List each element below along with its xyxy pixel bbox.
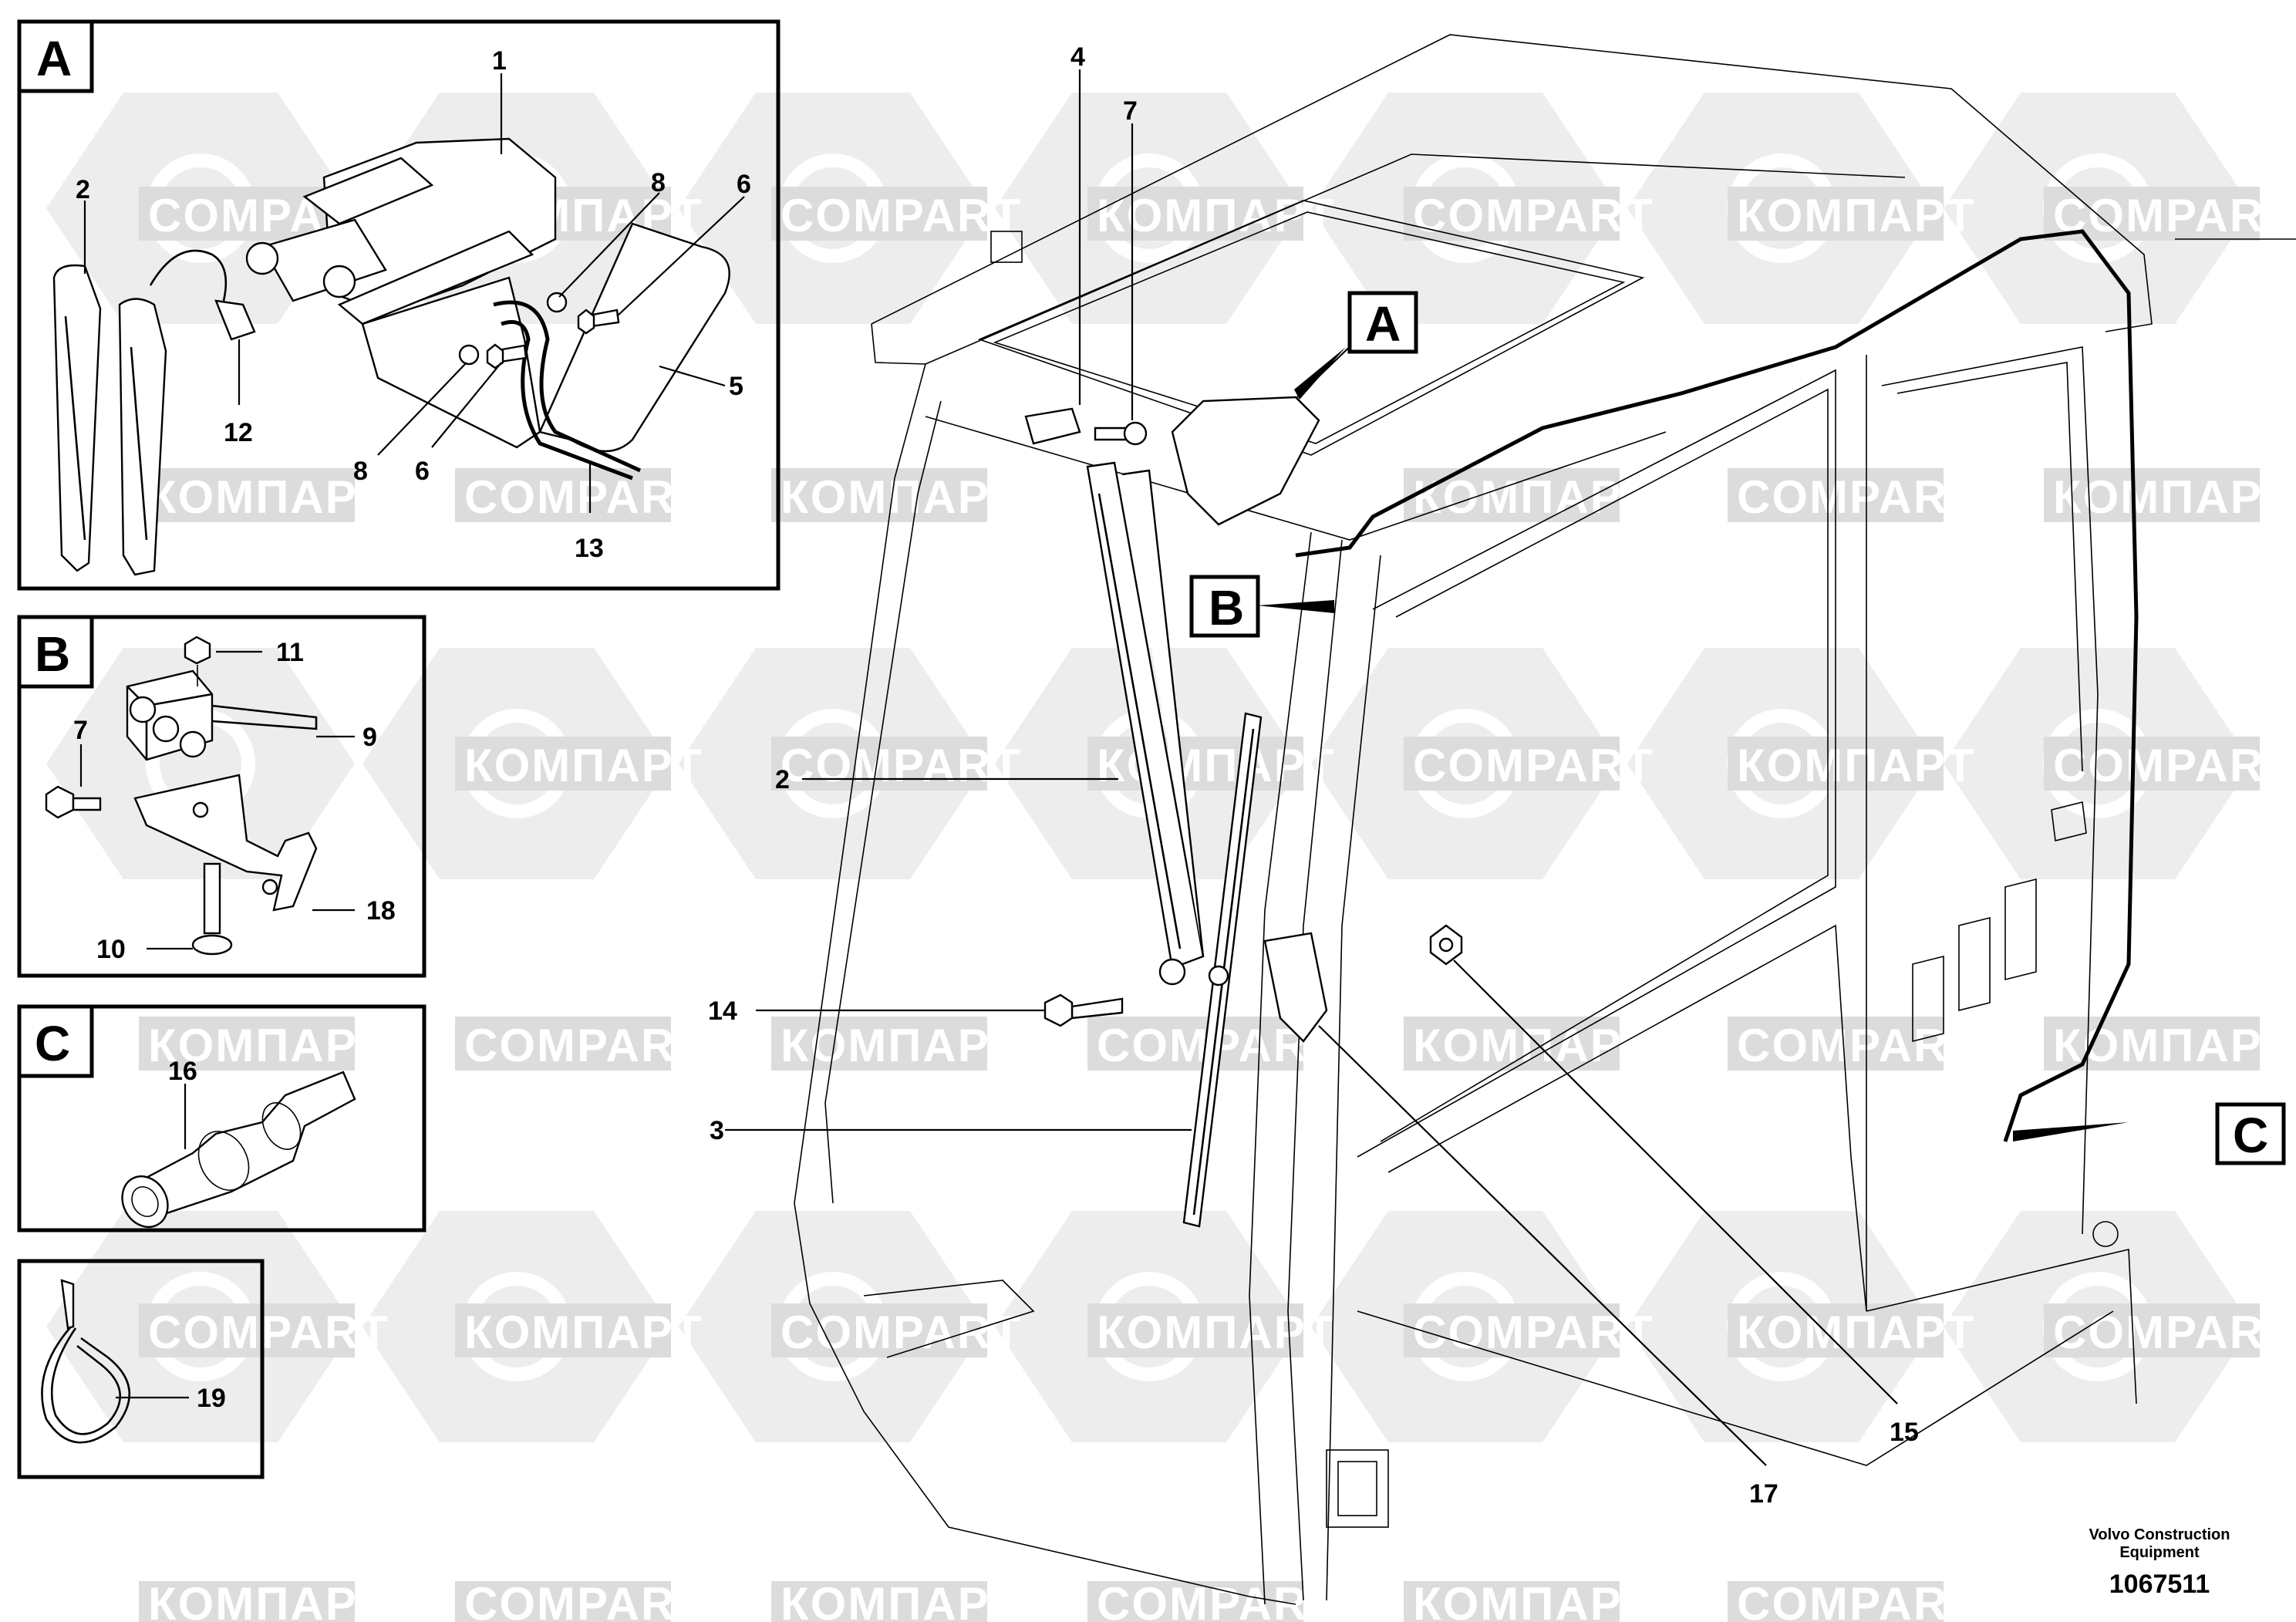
watermark-row-6: КОМПАРТ COMPART КОМПАРТ COMPART КОМПАРТ … <box>139 1578 1978 1622</box>
view-a-callout-2: 2 <box>76 175 90 204</box>
svg-text:КОМПАРТ: КОМПАРТ <box>1097 190 1336 241</box>
detail-view-a: A <box>17 19 781 591</box>
svg-text:КОМПАРТ: КОМПАРТ <box>1097 1307 1336 1358</box>
svg-text:COMPART: COMPART <box>2053 1307 2294 1358</box>
operator-cab <box>794 34 2296 1605</box>
view-a-callout-8-lower: 8 <box>353 457 368 486</box>
watermark-row-4: КОМПАРТ COMPART КОМПАРТ COMPART КОМПАРТ … <box>139 1017 2291 1071</box>
view-a-callout-12: 12 <box>224 418 253 447</box>
svg-text:COMPART: COMPART <box>1737 1020 1978 1071</box>
svg-text:COMPART: COMPART <box>1097 1578 1338 1622</box>
main-callouts: 4 7 2 14 3 15 17 <box>708 42 1919 1509</box>
svg-text:КОМПАРТ: КОМПАРТ <box>781 1020 1020 1071</box>
view-b-callout-7: 7 <box>73 716 88 745</box>
svg-text:COMPART: COMPART <box>2053 740 2294 791</box>
svg-text:COMPART: COMPART <box>1413 1307 1654 1358</box>
flag-a: A <box>1347 291 1418 354</box>
footer-company: Volvo Construction <box>2089 1526 2230 1543</box>
svg-text:КОМПАРТ: КОМПАРТ <box>148 1578 387 1622</box>
view-b-callout-10: 10 <box>96 935 126 964</box>
svg-text:КОМПАРТ: КОМПАРТ <box>464 1307 703 1358</box>
footer: Volvo Construction Equipment 1067511 <box>2089 1526 2230 1599</box>
svg-text:КОМПАРТ: КОМПАРТ <box>781 1578 1020 1622</box>
svg-text:COMPART: COMPART <box>2053 190 2294 241</box>
document-number: 1067511 <box>2109 1570 2210 1599</box>
footer-company-line2: Equipment <box>2119 1544 2200 1561</box>
flag-b: B <box>1189 575 1260 638</box>
view-a-callout-1: 1 <box>492 46 507 76</box>
svg-text:COMPART: COMPART <box>1413 190 1654 241</box>
svg-text:КОМПАРТ: КОМПАРТ <box>1737 740 1976 791</box>
svg-text:КОМПАРТ: КОМПАРТ <box>464 740 703 791</box>
callout-3: 3 <box>710 1116 724 1145</box>
detail-view-b: B 11 7 9 18 10 <box>17 615 426 978</box>
view-b-callout-9: 9 <box>362 723 377 752</box>
callout-2: 2 <box>775 765 790 794</box>
view-a-callout-13: 13 <box>575 534 604 563</box>
callout-17: 17 <box>1749 1479 1778 1509</box>
svg-text:КОМПАРТ: КОМПАРТ <box>1737 1307 1976 1358</box>
view-d-callout-19: 19 <box>197 1384 226 1413</box>
svg-text:КОМПАРТ: КОМПАРТ <box>1097 740 1336 791</box>
svg-text:COMPART: COMPART <box>1737 1578 1978 1622</box>
callout-14: 14 <box>708 996 737 1026</box>
callout-7: 7 <box>1123 96 1138 126</box>
svg-text:B: B <box>1209 580 1244 636</box>
svg-text:КОМПАРТ: КОМПАРТ <box>2053 471 2292 523</box>
svg-text:КОМПАРТ: КОМПАРТ <box>1413 471 1652 523</box>
main-leader-lines <box>725 69 2129 1466</box>
view-a-letter: A <box>36 31 72 86</box>
svg-text:COMPART: COMPART <box>781 740 1022 791</box>
svg-text:КОМПАРТ: КОМПАРТ <box>148 471 387 523</box>
svg-text:C: C <box>2233 1108 2268 1163</box>
view-b-callout-11: 11 <box>276 638 304 667</box>
svg-text:COMPART: COMPART <box>464 1578 706 1622</box>
svg-text:COMPART: COMPART <box>1413 740 1654 791</box>
detail-view-cable-tie: 19 <box>17 1259 265 1479</box>
view-b-letter: B <box>35 626 70 682</box>
view-a-callout-5: 5 <box>729 372 743 401</box>
view-a-callout-8: 8 <box>651 168 666 197</box>
flag-c: C <box>2215 1102 2286 1165</box>
watermark-row-5: COMPART КОМПАРТ COMPART КОМПАРТ COMPART … <box>139 1303 2294 1358</box>
view-a-callout-6-lower: 6 <box>415 457 430 486</box>
svg-text:КОМПАРТ: КОМПАРТ <box>1413 1578 1652 1622</box>
svg-text:COMPART: COMPART <box>781 1307 1022 1358</box>
svg-text:COMPART: COMPART <box>781 190 1022 241</box>
svg-text:A: A <box>1365 296 1401 352</box>
view-a-callout-6: 6 <box>737 170 751 199</box>
svg-text:COMPART: COMPART <box>148 1307 389 1358</box>
view-b-callout-18: 18 <box>366 896 396 926</box>
svg-text:КОМПАРТ: КОМПАРТ <box>1737 190 1976 241</box>
svg-text:COMPART: COMPART <box>464 471 706 523</box>
svg-text:COMPART: COMPART <box>1737 471 1978 523</box>
callout-4: 4 <box>1070 42 1085 72</box>
view-c-letter: C <box>35 1016 70 1071</box>
svg-text:КОМПАРТ: КОМПАРТ <box>781 471 1020 523</box>
detail-view-c: C 16 <box>17 1004 426 1233</box>
svg-text:COMPART: COMPART <box>464 1020 706 1071</box>
watermark-layer: COMPART COMPART COMPART КОМПАРТ КОМПАРТ … <box>46 93 2294 1622</box>
view-c-callout-16: 16 <box>168 1057 197 1086</box>
svg-text:КОМПАРТ: КОМПАРТ <box>148 1020 387 1071</box>
watermark-row-2: КОМПАРТ COMPART КОМПАРТ КОМПАРТ COMPART … <box>139 468 2292 523</box>
svg-text:КОМПАРТ: КОМПАРТ <box>1413 1020 1652 1071</box>
callout-15: 15 <box>1890 1418 1919 1447</box>
